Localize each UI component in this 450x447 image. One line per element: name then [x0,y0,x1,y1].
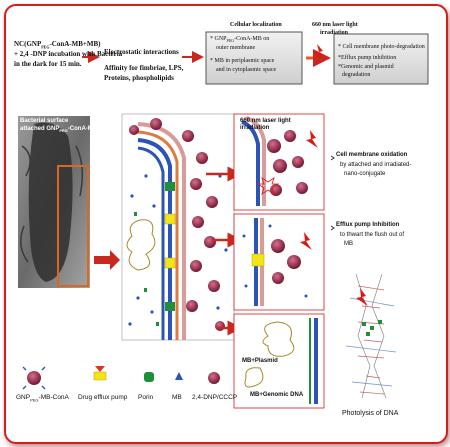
step2-title: Electrostatic interactions [104,48,179,56]
step3-heading: Cellular localization [230,22,282,28]
label-mb-plasmid: MB+Plasmid [242,358,278,364]
step1-line1: NC(GNPPEG-ConA-MB+MB) [14,40,101,50]
photolysis-caption: Photolysis of DNA [342,410,399,417]
outcome1-line2: by attached and irradiated- [340,162,412,168]
outcome2-line1: Efflux pump Inhibition [336,222,400,228]
lightning-icon-3 [356,288,368,306]
step4-line3: *Genomic and plasmid [338,64,394,70]
outcome-box [333,33,429,85]
laser-panel-line1: 660 nm laser light [240,118,291,124]
step4-line4: degradation [342,72,371,78]
legend-conjugate: GNPPEG-MB-ConA [16,394,69,403]
step4-line2: *Efflux pump inhibition [338,55,397,61]
tem-highlight-box [57,165,89,287]
legend-icons [22,366,220,390]
localization-box [205,31,303,85]
step3-line2: outer membrane [216,45,256,51]
outcome1-line3: nano-conjugate [344,171,386,177]
laser-top-line2: irradiation [320,30,348,36]
step4-line1: * Cell membrane photo-degradation [338,44,425,50]
diagram-canvas [18,31,429,409]
step3-line3: * MB in periplasmic space [210,58,275,64]
outcome1-line1: Cell membrane oxidation [336,152,408,158]
outcome2-line2: to thwart the flush out of [340,232,405,238]
legend-pump: Drug efflux pump [78,394,128,401]
step3-line1: * GNPPEG-ConA-MB on [210,36,270,44]
tem-label-line2: attached GNPPEG-ConA-MB [20,126,98,134]
lightning-icon-2 [300,232,312,250]
dna-loop [126,219,156,271]
lightning-icon-top [315,44,325,59]
legend-dnp: 2,4-DNP/CCCP [192,394,238,401]
step3-line4: and in cytoplasmic space [216,67,277,73]
legend-porin: Porin [138,394,154,401]
conjugates-main [129,118,225,331]
step1-line2: + 2,4 -DNP incubation with Bacteria [14,50,123,58]
legend-mb: MB [172,394,182,401]
outcome2-line3: MB [344,241,353,247]
step2-line2: Affinity for fimbriae, LPS, [104,64,184,72]
mb-dots-main [128,174,228,326]
arrow-tem-to-membrane [94,250,120,270]
laser-panel-line2: irradiation [240,125,270,131]
panel-efflux [233,213,325,311]
step1-line3: in the dark for 15 min. [14,60,82,68]
laser-top-line1: 660 nm laser light [312,22,358,28]
label-mb-genomic: MB+Genomic DNA [250,392,304,398]
figure-frame: NC(GNPPEG-ConA-MB+MB) + 2,4 -DNP incubat… [4,4,448,444]
step2-line3: Proteins, phospholipids [104,74,174,82]
dna-molecule [345,273,397,399]
lightning-icon-1 [306,130,318,148]
tem-label-line1: Bacterial surface [20,118,69,124]
